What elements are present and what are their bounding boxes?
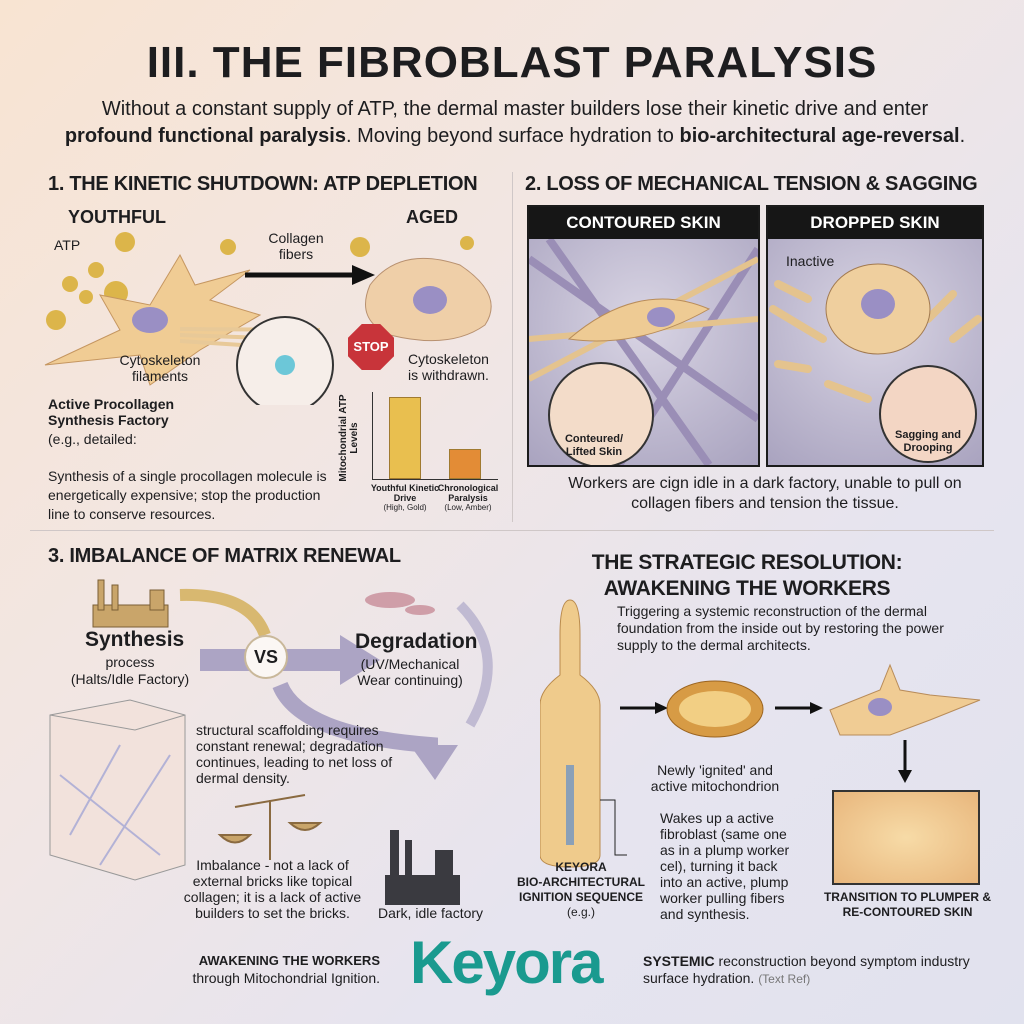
skin-block-icon [49, 699, 186, 881]
dark-factory-icon [385, 830, 460, 905]
synthesis-sub: process [105, 654, 155, 670]
synthesis-note: (Halts/Idle Factory) [70, 671, 190, 687]
panel-header: DROPPED SKIN [768, 207, 982, 239]
section2-caption: Workers are cign idle in a dark factory,… [568, 475, 962, 512]
subtitle-text: . [959, 125, 966, 147]
dropped-skin-panel: DROPPED SKIN Inactive Sagging and Droopi… [766, 205, 984, 467]
subtitle-bold: profound functional paralysis [64, 125, 346, 147]
section4-heading-line2: AWAKENING THE WORKERS [603, 577, 891, 600]
ampoule-label: KEYORA BIO-ARCHITECTURAL IGNITION SEQUEN… [516, 860, 646, 920]
section4-heading: THE STRATEGIC RESOLUTION: AWAKENING THE … [512, 550, 982, 602]
page-subtitle: Without a constant supply of ATP, the de… [40, 96, 990, 150]
cytoskeleton-withdrawn-label: Cytoskeleton is withdrawn. [408, 351, 489, 383]
atp-label: ATP [54, 237, 81, 253]
imbalance-text: Imbalance - not a lack of external brick… [183, 857, 362, 921]
arrow-down-icon [898, 770, 912, 783]
arrow-right-icon [810, 702, 823, 714]
subtitle-text: . Moving beyond surface hydration to [345, 125, 680, 147]
section1-heading: 1. THE KINETIC SHUTDOWN: ATP DEPLETION [48, 173, 478, 195]
divider-vertical [512, 172, 513, 522]
footer-right-bold: SYSTEMIC [643, 953, 715, 969]
ampoule-label-line: BIO-ARCHITECTURAL [517, 875, 645, 889]
section1-body: Synthesis of a single procollagen molecu… [48, 468, 327, 522]
chart-xlabel-1: Chronological Paralysis [437, 483, 499, 503]
ampoule-label-line: KEYORA [555, 860, 607, 874]
transition-label: TRANSITION TO PLUMPER & RE-CONTOURED SKI… [823, 890, 992, 919]
panel-header: CONTOURED SKIN [529, 207, 758, 239]
resolution-illustration [540, 599, 981, 868]
nucleus-icon [132, 307, 168, 333]
footer-left: through Mitochondrial Ignition. [192, 970, 380, 986]
arrow-right-icon [655, 702, 668, 714]
section4-intro: Triggering a systemic reconstruction of … [617, 603, 944, 653]
divider-horizontal [30, 530, 994, 531]
aged-label: AGED [406, 207, 459, 227]
atp-bar-chart [372, 392, 498, 480]
keyora-logo: Keyora [410, 929, 603, 996]
scaffold-text: structural scaffolding requires constant… [196, 722, 393, 786]
footer-ref: (Text Ref) [758, 972, 811, 986]
matrix-renewal-illustration [49, 579, 493, 905]
chart-bar-0 [389, 397, 421, 479]
factory-icon [92, 579, 169, 628]
subtitle-text: Without a constant supply of ATP, the de… [101, 98, 929, 120]
footer-right: SYSTEMIC reconstruction beyond symptom i… [643, 953, 983, 988]
ampoule-label-line: (e.g.) [566, 905, 595, 919]
footer-right-text: reconstruction beyond symptom industry s… [643, 953, 970, 986]
dropped-cell-illustration [769, 263, 982, 463]
collagen-fibers-label: Collagen fibers [268, 230, 324, 262]
arrow-right-icon [340, 635, 380, 685]
ampoule-label-line: IGNITION SEQUENCE [518, 890, 643, 904]
ampoule-icon [540, 599, 601, 868]
stop-sign-icon: STOP [348, 324, 394, 370]
synthesis-label: Synthesis [85, 628, 185, 651]
vs-badge: VS [244, 635, 288, 679]
factory-eg: (e.g., detailed: [48, 431, 137, 447]
chart-xlabel-0: Youthful Kinetic Drive [370, 483, 440, 503]
contoured-cell-illustration [526, 236, 762, 468]
degradation-note: (UV/Mechanical Wear continuing) [357, 656, 463, 688]
footer-left-bold: AWAKENING THE WORKERS [198, 953, 380, 968]
cytoskeleton-label: Cytoskeleton filaments [119, 352, 201, 384]
inactive-label: Inactive [786, 253, 835, 269]
balance-scale-icon [217, 794, 323, 860]
plump-skin-image [832, 790, 980, 885]
inset-label: Conteured/ Lifted Skin [564, 433, 624, 458]
section3-heading: 3. IMBALANCE OF MATRIX RENEWAL [48, 545, 401, 567]
factory-title: Active Procollagen Synthesis Factory [48, 396, 175, 428]
section2-heading: 2. LOSS OF MECHANICAL TENSION & SAGGING [525, 173, 978, 195]
subtitle-bold: bio-architectural age-reversal [679, 125, 960, 147]
page-title: III. THE FIBROBLAST PARALYSIS [146, 38, 878, 87]
youthful-label: YOUTHFUL [68, 207, 166, 227]
dark-factory-label: Dark, idle factory [378, 905, 484, 921]
inset-label: Sagging and Drooping [895, 429, 961, 454]
degradation-label: Degradation [355, 630, 478, 653]
section4-heading-line1: THE STRATEGIC RESOLUTION: [591, 551, 903, 574]
degradation-debris-icon [365, 592, 435, 615]
chart-note-0: (High, Gold) [383, 503, 427, 512]
active-fibroblast-icon [829, 663, 981, 736]
chart-note-1: (Low, Amber) [444, 503, 492, 512]
mitochondrion-label: Newly 'ignited' and active mitochondrion [650, 762, 780, 794]
wakes-text: Wakes up a active fibroblast (same one a… [660, 810, 790, 922]
chart-bar-1 [449, 449, 481, 479]
chart-ylabel: Mitochondrial ATP Levels [338, 394, 360, 482]
fibroblast-illustration [44, 232, 492, 405]
contoured-skin-panel: CONTOURED SKIN Conteured/ Lifted Skin [526, 205, 762, 468]
